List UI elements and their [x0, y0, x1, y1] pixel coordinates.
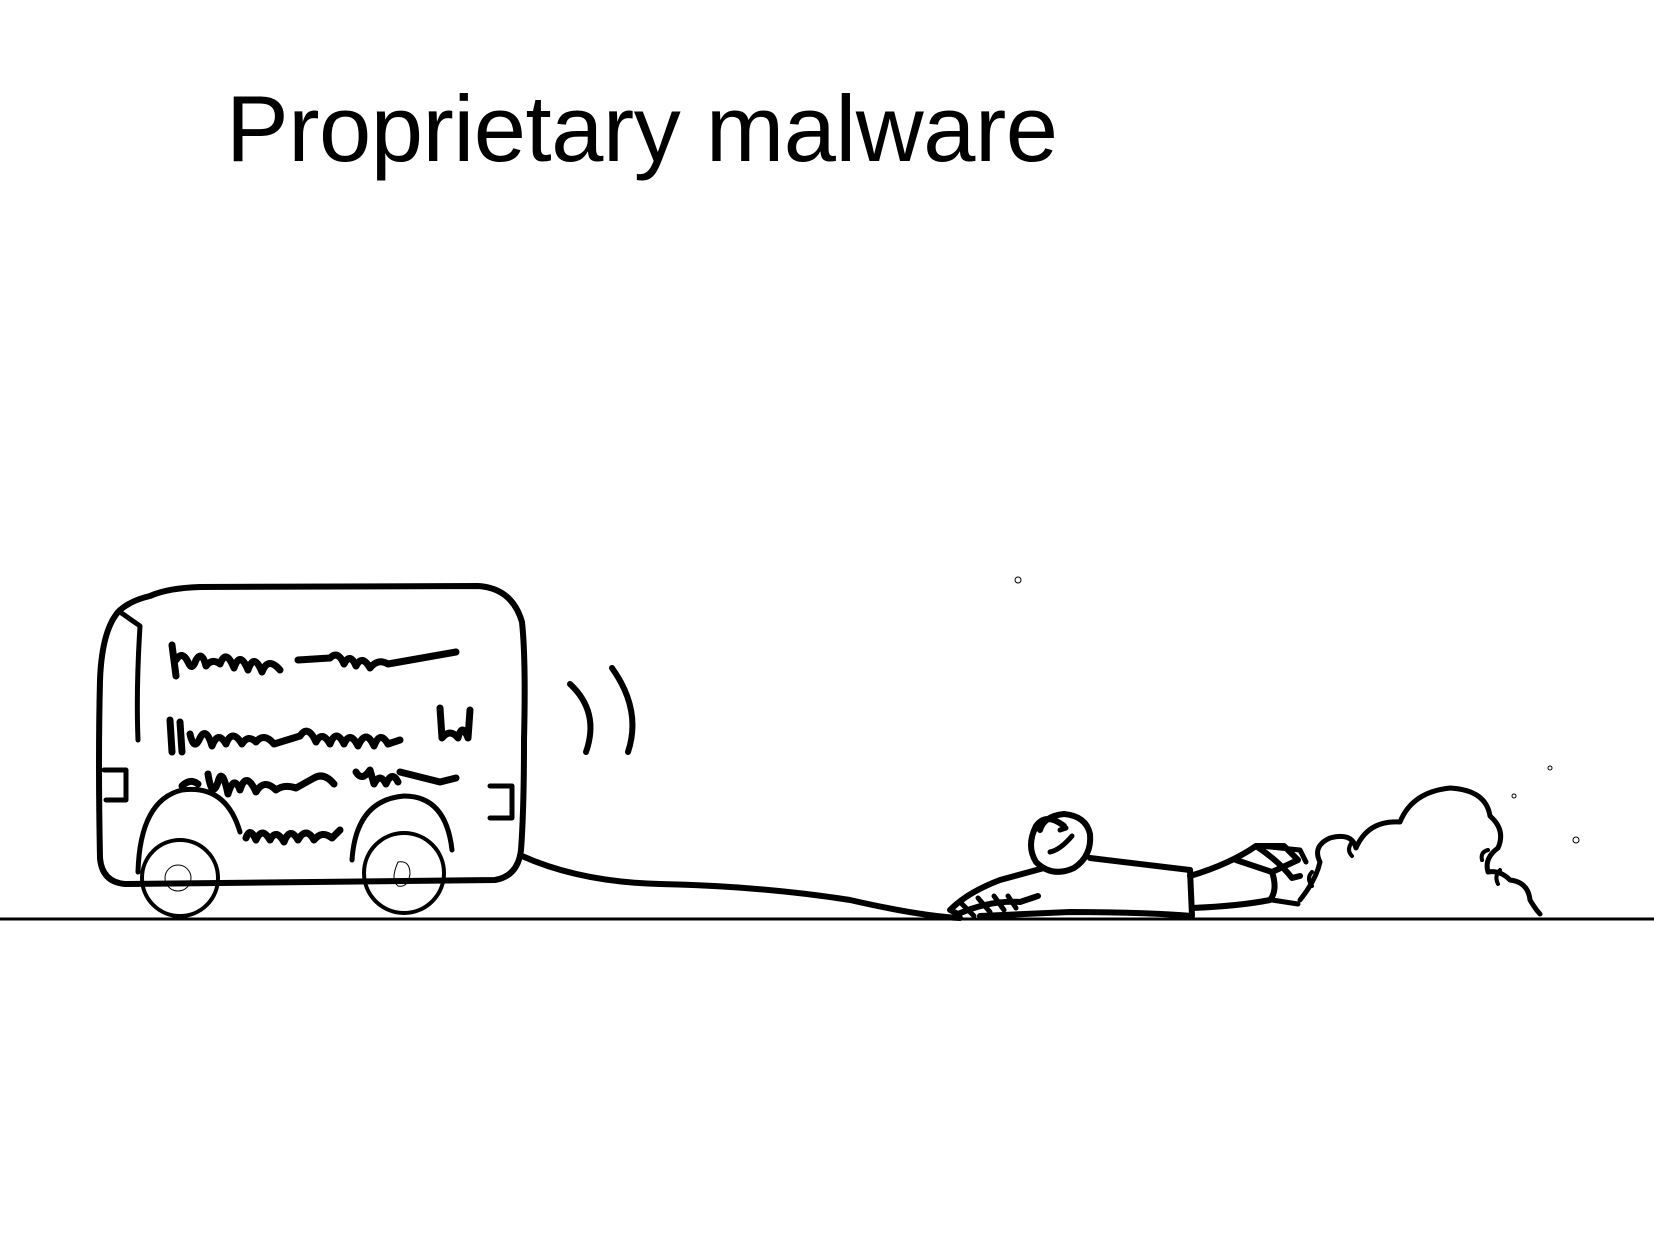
bus-front-wheel: [140, 838, 220, 918]
motion-line-1: [567, 681, 594, 755]
dust-speck-4: [1014, 576, 1022, 584]
motion-line-2: [609, 665, 636, 755]
bus-icon: [96, 583, 528, 918]
bus-front-panel: [117, 609, 143, 743]
bus-rear-wheel: [362, 831, 446, 915]
dust-speck-1: [1572, 836, 1580, 844]
bus-scribble-line-3: [178, 766, 460, 798]
bus-rear-wheel-arch: [349, 793, 455, 863]
person-head: [1028, 811, 1094, 875]
bus-scribble-line-2: [166, 704, 474, 756]
person-legs: [1187, 843, 1303, 911]
person-arms: [947, 865, 1047, 917]
person-hand-grip: [959, 893, 1019, 919]
motion-lines-icon: [567, 665, 636, 755]
bus-body: [96, 583, 528, 887]
bus-scribble-line-4: [242, 826, 344, 846]
dust-cloud-icon: [1014, 576, 1580, 917]
bus-front-wheel-arch: [135, 786, 243, 875]
bus-front-window: [101, 767, 129, 803]
bus-rear-hub: [393, 861, 411, 887]
bus-scribble-line-1: [168, 641, 460, 680]
tow-rope: [519, 853, 963, 921]
dust-cloud-detail: [1307, 840, 1502, 888]
person-face: [1047, 825, 1075, 855]
person-body: [977, 855, 1195, 919]
bus-rear-light: [487, 783, 515, 821]
page-title: Proprietary malware: [226, 76, 1058, 181]
dust-speck-2: [1547, 765, 1553, 771]
person-icon: [947, 811, 1309, 919]
bus-front-hub: [164, 864, 192, 892]
dust-speck-3: [1511, 793, 1517, 799]
person-feet: [1257, 843, 1309, 907]
dust-cloud-outline: [1297, 785, 1543, 917]
